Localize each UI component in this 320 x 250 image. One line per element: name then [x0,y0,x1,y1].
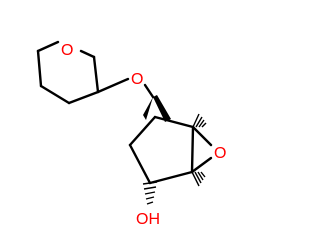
bond-ring-c3-c4 [67,90,100,105]
wedge-bond-c1 [143,97,153,120]
structure-canvas: O O O OH [36,40,227,228]
tetrahydropyran-ring [36,40,100,105]
bond-c5-c1 [153,115,195,129]
hashed-bond-hydroxyl [142,181,158,205]
hydroxyl-label: OH [136,211,160,228]
bond-ring-c4-c5 [39,84,71,105]
bond-c5-epoxide-o [191,125,213,147]
epoxide-ring [190,125,213,174]
wedge-bond-c1-b [153,95,171,122]
cyclopentane-ring [128,115,195,185]
bond-c4-epoxide-o [190,156,213,174]
epoxide-oxygen-label: O [214,145,226,162]
bond-c2-c3 [128,143,152,185]
bond-ring-c2-c3 [92,55,100,94]
bond-ring-o-c2 [79,49,96,59]
hashed-bond-c4 [191,171,206,187]
bond-c4-c5 [190,125,195,174]
bond-ether-o-c1 [143,83,155,99]
bond-ring-c6-o [36,40,60,53]
molecule-structure: O O O OH [36,40,226,228]
bond-c1-c2 [128,115,157,147]
hashed-bond-c5 [192,113,207,128]
ether-oxygen-label: O [131,71,143,88]
bond-ring-c5-c6 [36,49,43,88]
bond-c3-c4 [148,170,194,185]
bond-c2-ether-o [96,77,130,94]
ring-oxygen-label: O [61,42,73,59]
